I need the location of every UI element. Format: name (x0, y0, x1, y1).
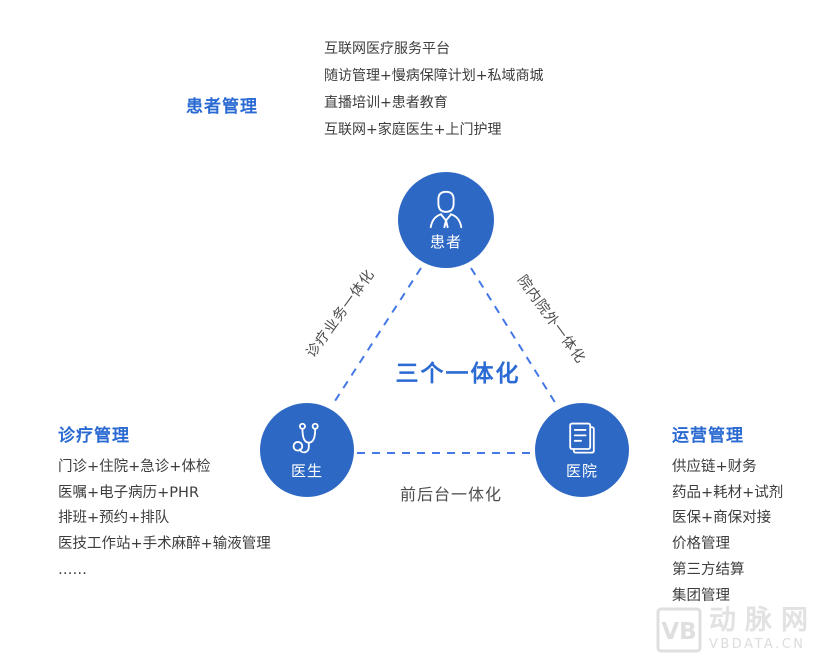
edge-patient-doctor (332, 267, 422, 405)
list-item: 医嘱+电子病历+PHR (58, 484, 200, 501)
list-item: 医保+商保对接 (672, 510, 772, 527)
node-hospital-label: 医院 (565, 462, 598, 480)
list-item: 第三方结算 (672, 561, 745, 578)
patient-mgmt-title: 患者管理 (186, 97, 258, 117)
list-item: 门诊+住院+急诊+体检 (58, 459, 211, 475)
list-item: …… (58, 561, 87, 578)
list-item: 直播培训+患者教育 (324, 95, 448, 111)
node-doctor: 医生 (260, 403, 354, 497)
patient-mgmt-list: 互联网医疗服务平台 随访管理+慢病保障计划+私域商城 直播培训+患者教育 互联网… (324, 36, 543, 144)
list-item: 供应链+财务 (672, 459, 757, 475)
node-doctor-label: 医生 (290, 462, 323, 480)
vbdata-watermark: VB 动脉网 VBDATA.CN (656, 607, 817, 657)
list-item: 价格管理 (672, 536, 730, 553)
edge-label-front-back-office: 前后台一体化 (399, 485, 503, 504)
list-item: 医技工作站+手术麻醉+输液管理 (58, 536, 271, 553)
doctor-stethoscope-icon (287, 419, 327, 459)
diagnosis-mgmt-title: 诊疗管理 (58, 426, 130, 446)
center-title: 三个一体化 (395, 361, 521, 387)
list-item: 药品+耗材+试剂 (672, 484, 784, 501)
vb-logo-icon: VB (656, 607, 702, 657)
node-patient-label: 患者 (429, 233, 462, 251)
list-item: 互联网医疗服务平台 (324, 41, 450, 57)
list-item: 随访管理+慢病保障计划+私域商城 (324, 68, 544, 84)
operations-mgmt-title: 运营管理 (672, 426, 744, 446)
list-item: 互联网+家庭医生+上门护理 (324, 122, 502, 138)
watermark-domain: VBDATA.CN (709, 637, 806, 652)
hospital-document-icon (562, 419, 602, 459)
list-item: 集团管理 (672, 587, 730, 604)
diagnosis-mgmt-list: 门诊+住院+急诊+体检 医嘱+电子病历+PHR 排班+预约+排队 医技工作站+手… (58, 455, 271, 584)
node-hospital: 医院 (535, 403, 629, 497)
svg-text:VB: VB (661, 619, 696, 645)
watermark-brand: 动脉网 (709, 605, 817, 636)
patient-person-icon (425, 188, 467, 230)
edge-patient-hospital (470, 267, 557, 405)
node-patient: 患者 (398, 172, 494, 268)
list-item: 排班+预约+排队 (58, 510, 170, 527)
operations-mgmt-list: 供应链+财务 药品+耗材+试剂 医保+商保对接 价格管理 第三方结算 集团管理 (672, 455, 783, 609)
